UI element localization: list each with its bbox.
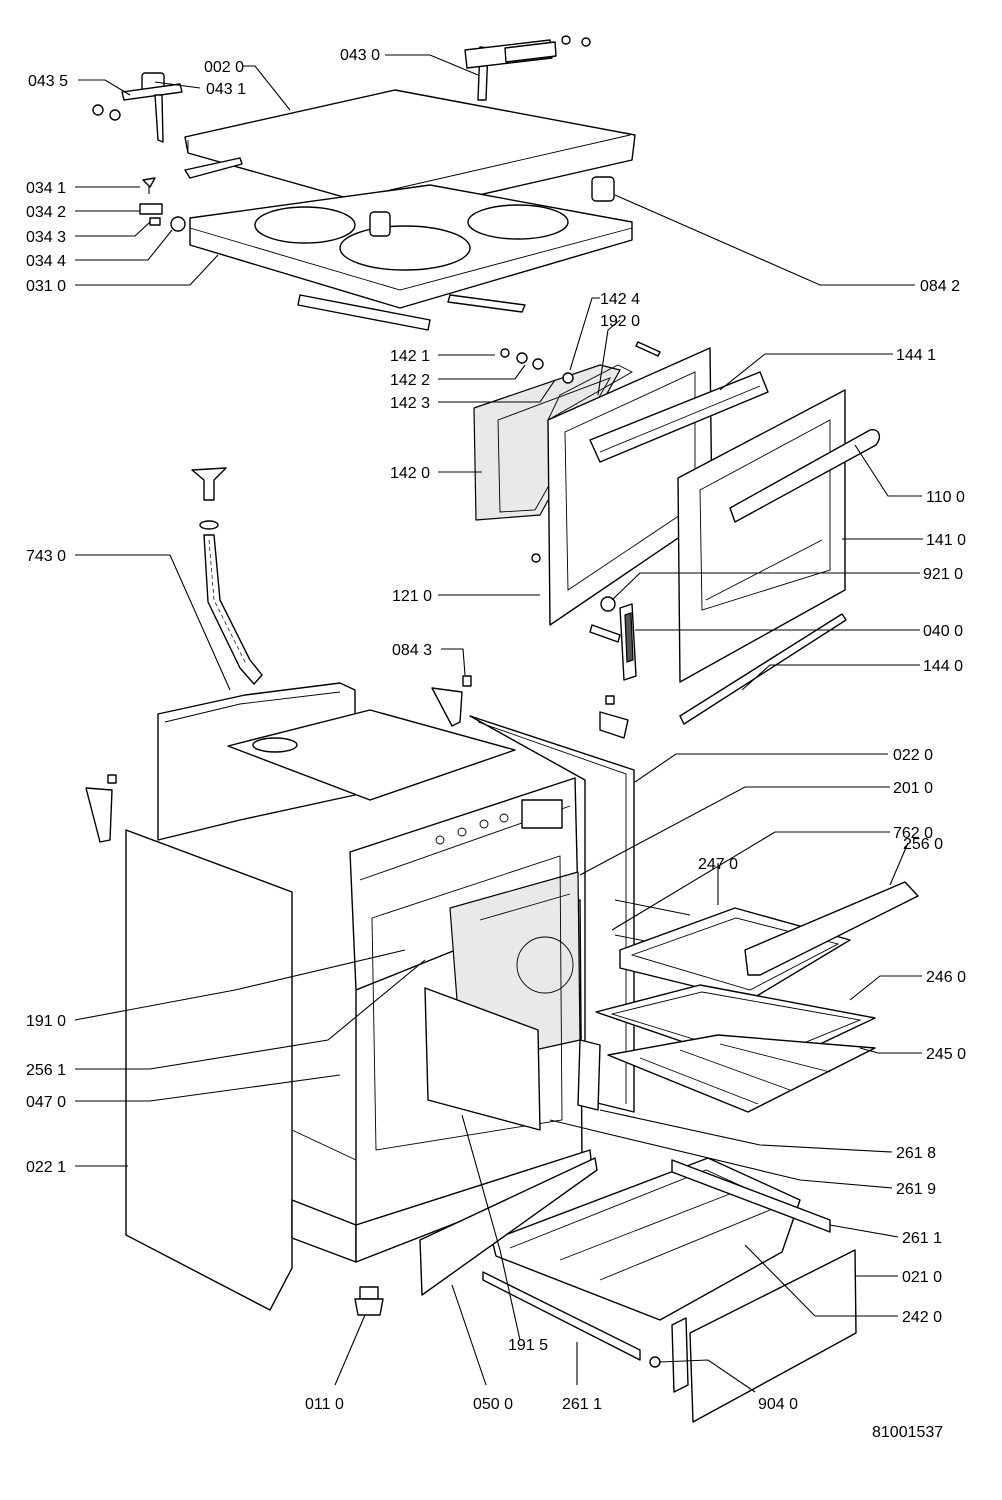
label-904-0: 904 0 [758,1396,798,1413]
label-043-1: 043 1 [206,81,246,98]
label-141-0: 141 0 [926,532,966,549]
label-191-5: 191 5 [508,1337,548,1354]
label-261-1-lower: 261 1 [562,1396,602,1413]
label-242-0: 242 0 [902,1309,942,1326]
leader-lines [74,54,923,1393]
label-043-5: 043 5 [28,73,68,90]
door-hinge [589,603,637,681]
part-drawings [85,35,919,1423]
label-121-0: 121 0 [392,588,432,605]
label-110-0: 110 0 [926,489,965,506]
label-021-0: 021 0 [902,1269,942,1286]
label-261-9: 261 9 [896,1181,936,1198]
lid-hinge-left [92,72,183,143]
label-192-0: 192 0 [600,313,640,330]
part-labels: 043 5 002 0 043 1 043 0 034 1 034 2 034 … [26,47,966,1441]
label-022-0: 022 0 [893,747,933,764]
label-047-0: 047 0 [26,1094,66,1111]
label-743-0: 743 0 [26,548,66,565]
clip-084-2 [591,176,615,202]
washer-921 [600,596,616,612]
kick-panel [419,1157,598,1296]
label-246-0: 246 0 [926,969,966,986]
label-142-1: 142 1 [390,348,430,365]
label-144-1: 144 1 [896,347,936,364]
fill-hose [191,467,263,685]
oven-back-panel [424,987,541,1131]
door-bracket-top [589,371,769,463]
label-191-0: 191 0 [26,1013,66,1030]
bracket-clips [85,675,629,843]
label-261-8: 261 8 [896,1145,936,1162]
label-022-1: 022 1 [26,1159,66,1176]
label-011-0: 011 0 [305,1396,344,1413]
label-050-0: 050 0 [473,1396,513,1413]
label-031-0: 031 0 [26,278,66,295]
label-762-0: 762 0 [893,825,933,842]
label-256-0: 256 0 [903,836,943,853]
label-142-2: 142 2 [390,372,430,389]
label-040-0: 040 0 [923,623,963,640]
label-002-0: 002 0 [204,59,244,76]
door-screws [500,341,661,384]
drawer-bracket [649,1317,689,1393]
label-034-3: 034 3 [26,229,66,246]
label-245-0: 245 0 [926,1046,966,1063]
hob-top [189,184,633,331]
label-142-0: 142 0 [390,465,430,482]
door-seal [546,364,633,422]
pan-handle [744,881,919,976]
label-034-2: 034 2 [26,204,66,221]
label-247-0: 247 0 [698,856,738,873]
label-043-0: 043 0 [340,47,380,64]
label-084-2: 084 2 [920,278,960,295]
drawing-number: 81001537 [872,1424,943,1441]
label-144-0: 144 0 [923,658,963,675]
door-handle [729,429,881,523]
label-034-4: 034 4 [26,253,66,270]
label-201-0: 201 0 [893,780,933,797]
label-142-4: 142 4 [600,291,640,308]
label-261-1: 261 1 [902,1230,942,1247]
label-921-0: 921 0 [923,566,963,583]
drawer-runner-left [482,1271,641,1361]
lid-strip [184,157,243,179]
adjustable-foot [354,1286,384,1316]
drawer-runner-right [671,1159,831,1233]
label-084-3: 084 3 [392,642,432,659]
door-trim-bottom [679,613,847,725]
label-034-1: 034 1 [26,180,66,197]
label-256-1: 256 1 [26,1062,66,1079]
label-142-3: 142 3 [390,395,430,412]
cabinet-body [125,682,635,1311]
outer-door [677,389,846,683]
hob-fixings [139,177,186,232]
oven-rack [607,1034,876,1113]
lid-hinge-right [464,35,591,101]
